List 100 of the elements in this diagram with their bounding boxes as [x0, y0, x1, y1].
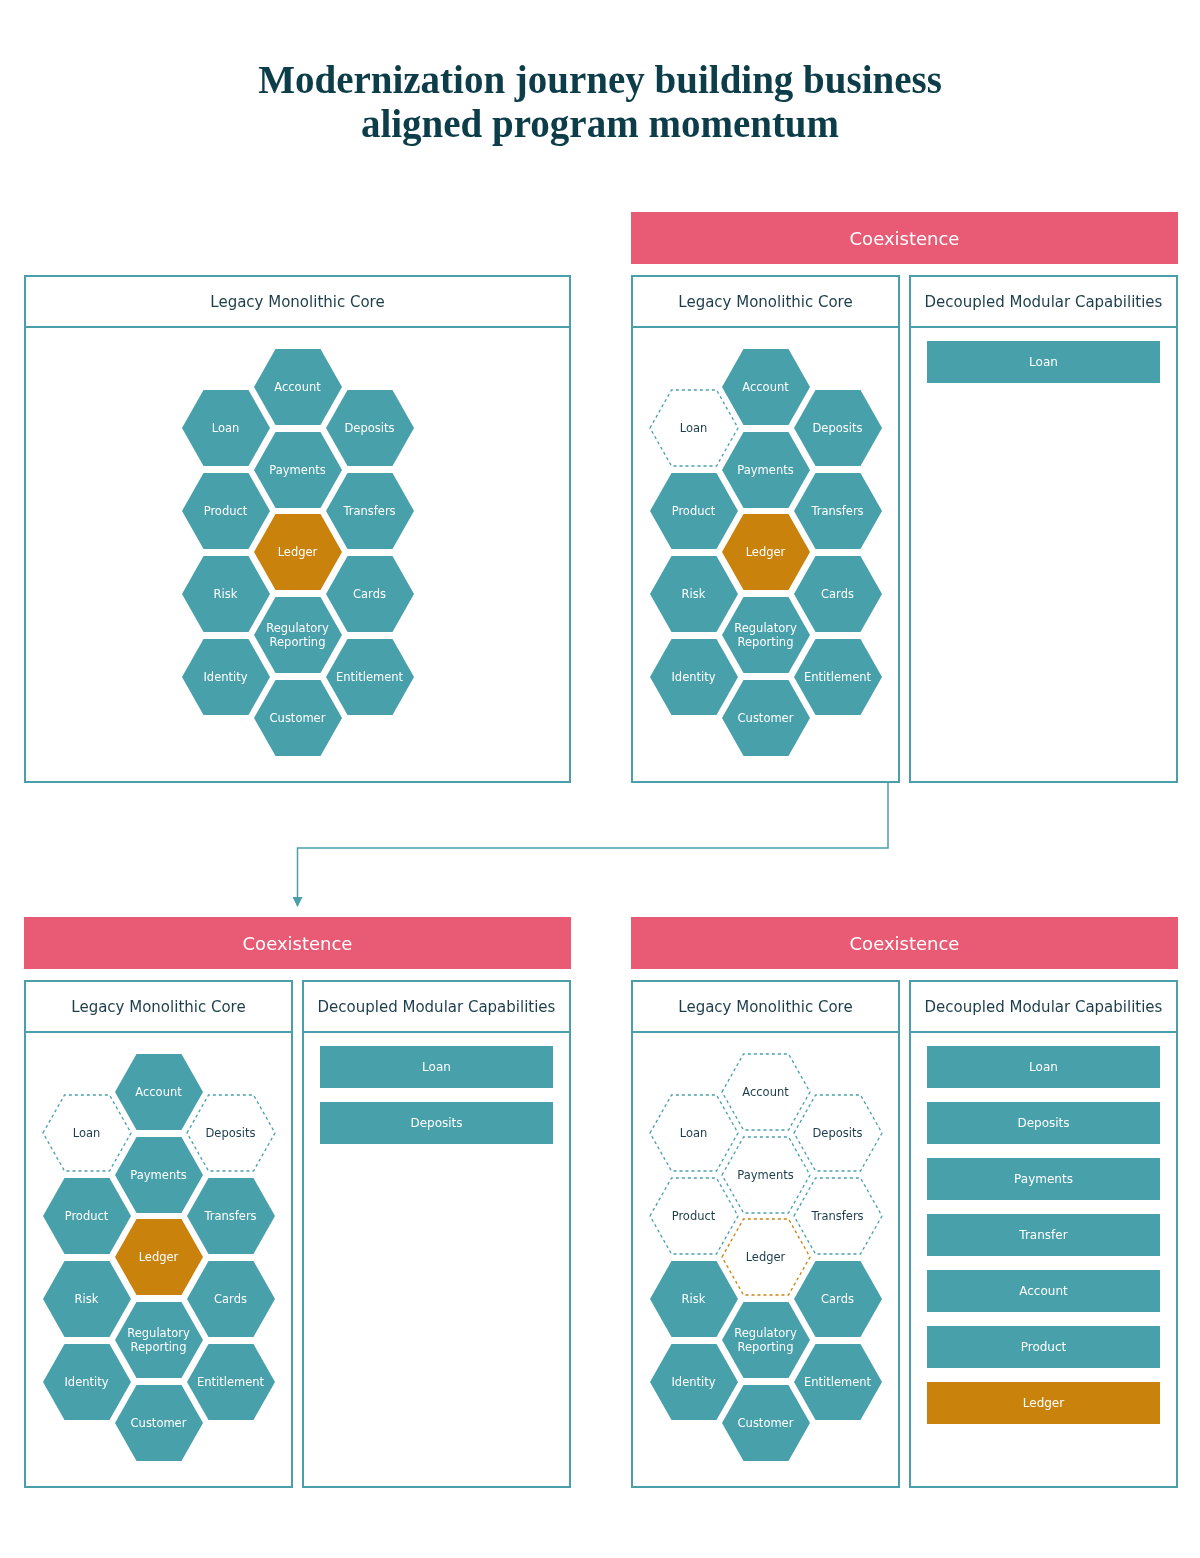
panel-title: Legacy Monolithic Core [26, 277, 569, 328]
capability-label: Customer [268, 710, 327, 727]
capability-hexagon [185, 1343, 276, 1421]
capability-hexagon [113, 1053, 204, 1131]
capability-label: Customer [736, 710, 795, 727]
capability-label: Entitlement [195, 1374, 266, 1391]
capability-hexagon [720, 1218, 811, 1296]
capability-label: Risk [680, 586, 707, 603]
capability-bar: Loan [927, 341, 1160, 383]
capability-bar: Deposits [927, 1102, 1160, 1144]
capability-label: Ledger [137, 1249, 180, 1266]
panel-title: Decoupled Modular Capabilities [911, 982, 1176, 1033]
capability-bar: Account [927, 1270, 1160, 1312]
capability-hexagon [324, 472, 415, 550]
capability-label: Ledger [276, 544, 319, 561]
panel [909, 980, 1178, 1488]
capability-hexagon [792, 1343, 883, 1421]
panel-title: Legacy Monolithic Core [633, 982, 898, 1033]
capability-hexagon [720, 348, 811, 426]
panel [24, 275, 571, 783]
capability-bar: Transfer [927, 1214, 1160, 1256]
capability-label: Account [741, 1084, 790, 1101]
capability-bar: Loan [927, 1046, 1160, 1088]
capability-hexagon [180, 389, 271, 467]
capability-label: Loan [678, 1125, 709, 1142]
capability-label: Ledger [744, 1249, 787, 1266]
capability-label: Risk [73, 1291, 100, 1308]
capability-label: Cards [352, 586, 387, 603]
capability-hexagon [252, 513, 343, 591]
capability-label: Identity [670, 1374, 717, 1391]
capability-label: Regulatory Reporting [733, 620, 798, 651]
capability-hexagon [720, 1384, 811, 1462]
capability-hexagon [720, 679, 811, 757]
capability-hexagon [792, 1094, 883, 1172]
capability-hexagon [324, 389, 415, 467]
capability-hexagon [648, 1094, 739, 1172]
panel-title: Legacy Monolithic Core [633, 277, 898, 328]
capability-label: Risk [212, 586, 239, 603]
capability-label: Transfers [342, 503, 397, 520]
panel-title: Legacy Monolithic Core [26, 982, 291, 1033]
capability-label: Identity [670, 669, 717, 686]
panel-title: Decoupled Modular Capabilities [911, 277, 1176, 328]
capability-hexagon [252, 348, 343, 426]
capability-hexagon [41, 1177, 132, 1255]
phase-banner: Coexistence [24, 917, 571, 969]
panel [24, 980, 293, 1488]
capability-label: Deposits [811, 1125, 864, 1142]
capability-hexagon [792, 472, 883, 550]
capability-label: Payments [268, 462, 327, 479]
capability-label: Customer [736, 1415, 795, 1432]
capability-label: Deposits [204, 1125, 257, 1142]
capability-hexagon [324, 638, 415, 716]
capability-label: Entitlement [802, 669, 873, 686]
capability-label: Entitlement [334, 669, 405, 686]
capability-label: Identity [202, 669, 249, 686]
capability-hexagon [113, 1136, 204, 1214]
capability-label: Loan [210, 420, 241, 437]
capability-label: Account [134, 1084, 183, 1101]
capability-hexagon [720, 1053, 811, 1131]
capability-hexagon [648, 472, 739, 550]
capability-hexagon [792, 389, 883, 467]
capability-label: Risk [680, 1291, 707, 1308]
capability-label: Cards [820, 586, 855, 603]
capability-hexagon [113, 1384, 204, 1462]
capability-label: Payments [129, 1167, 188, 1184]
capability-hexagon [113, 1218, 204, 1296]
capability-hexagon [41, 1094, 132, 1172]
capability-hexagon [720, 431, 811, 509]
capability-label: Product [670, 503, 717, 520]
capability-hexagon [185, 1177, 276, 1255]
capability-hexagon [792, 1177, 883, 1255]
capability-hexagon [180, 638, 271, 716]
capability-hexagon [648, 1177, 739, 1255]
capability-label: Regulatory Reporting [733, 1325, 798, 1356]
capability-label: Cards [820, 1291, 855, 1308]
capability-label: Regulatory Reporting [265, 620, 330, 651]
capability-label: Payments [736, 1167, 795, 1184]
capability-bar: Product [927, 1326, 1160, 1368]
capability-label: Transfers [203, 1208, 258, 1225]
capability-hexagon [648, 389, 739, 467]
capability-label: Product [670, 1208, 717, 1225]
capability-hexagon [648, 1343, 739, 1421]
panel [631, 275, 900, 783]
title: Modernization journey building business aligned program momentum [257, 58, 943, 146]
phase-banner: Coexistence [631, 917, 1178, 969]
capability-label: Product [202, 503, 249, 520]
capability-hexagon [252, 679, 343, 757]
capability-label: Ledger [744, 544, 787, 561]
capability-label: Customer [129, 1415, 188, 1432]
capability-label: Account [273, 379, 322, 396]
capability-label: Account [741, 379, 790, 396]
capability-label: Transfers [810, 1208, 865, 1225]
panel [909, 275, 1178, 783]
panel [631, 980, 900, 1488]
capability-label: Loan [71, 1125, 102, 1142]
capability-label: Deposits [343, 420, 396, 437]
capability-label: Transfers [810, 503, 865, 520]
capability-label: Identity [63, 1374, 110, 1391]
panel [302, 980, 571, 1488]
capability-bar: Deposits [320, 1102, 553, 1144]
